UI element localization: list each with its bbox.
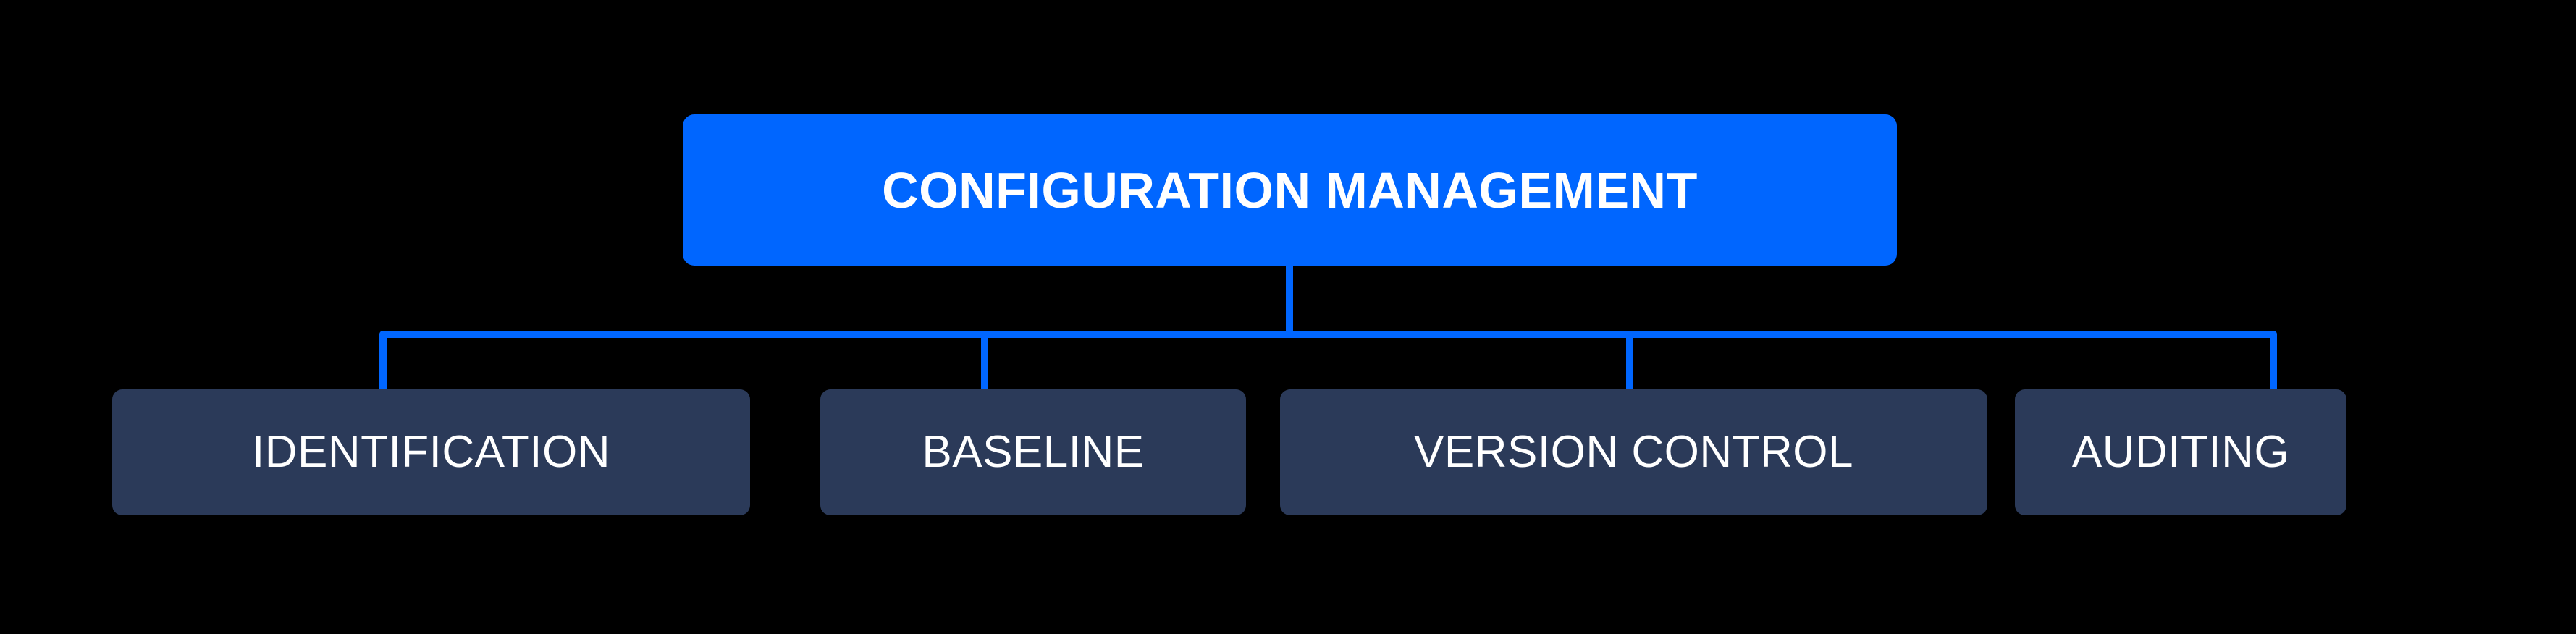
connector-root-stem (1286, 265, 1293, 334)
root-node-label: CONFIGURATION MANAGEMENT (882, 161, 1698, 219)
child-node-identification[interactable]: IDENTIFICATION (112, 389, 750, 515)
child-node-label: BASELINE (922, 427, 1145, 477)
child-node-label: VERSION CONTROL (1414, 427, 1853, 477)
child-node-baseline[interactable]: BASELINE (820, 389, 1246, 515)
child-node-auditing[interactable]: AUDITING (2015, 389, 2346, 515)
child-node-version-control[interactable]: VERSION CONTROL (1280, 389, 1987, 515)
connector-drop-baseline (981, 331, 988, 392)
child-node-label: IDENTIFICATION (252, 427, 610, 477)
connector-drop-version-control (1626, 331, 1633, 392)
root-node-configuration-management[interactable]: CONFIGURATION MANAGEMENT (683, 114, 1897, 266)
connector-drop-auditing (2270, 331, 2277, 392)
connector-horizontal-bus (379, 331, 2277, 338)
connector-drop-identification (379, 331, 387, 392)
child-node-label: AUDITING (2071, 427, 2290, 477)
